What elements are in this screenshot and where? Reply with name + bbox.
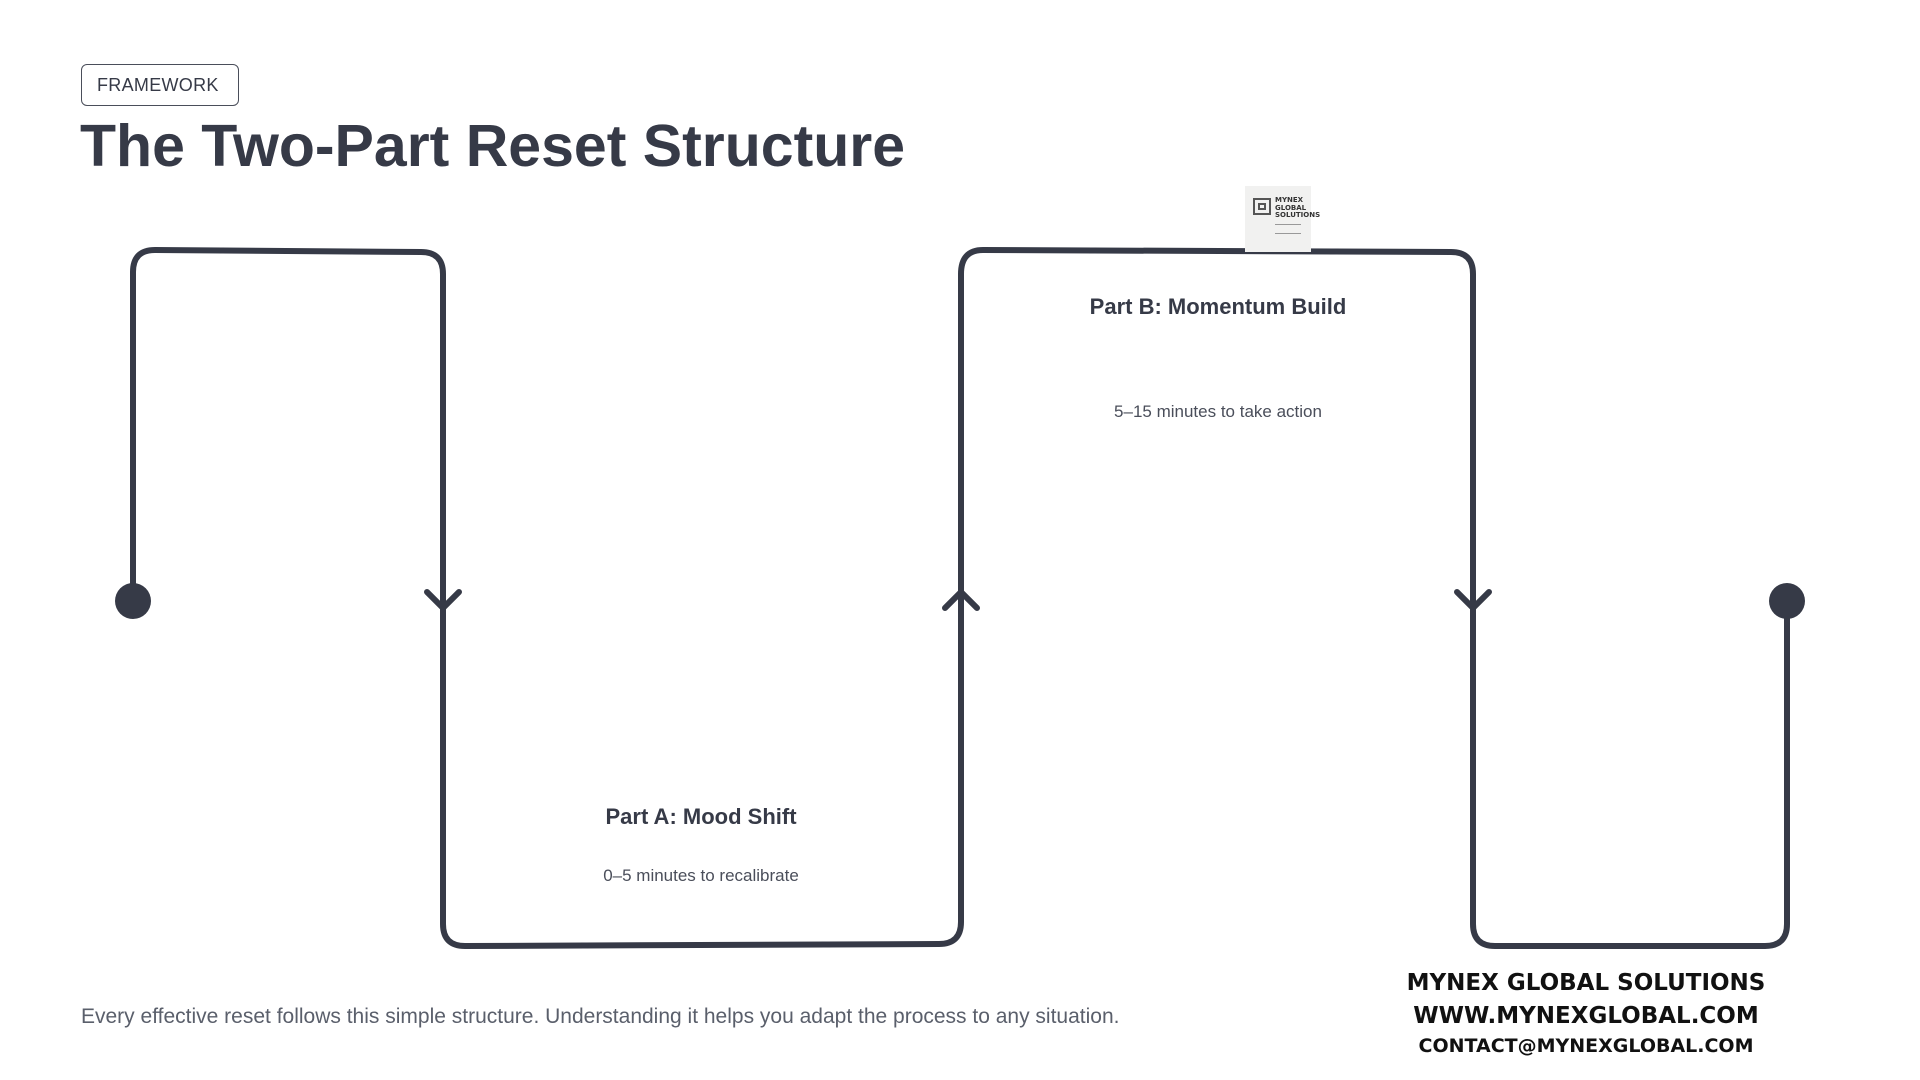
part-b-title: Part B: Momentum Build <box>1089 294 1347 319</box>
part-a-subtitle: 0–5 minutes to recalibrate <box>603 866 799 885</box>
company-website[interactable]: WWW.MYNEXGLOBAL.COM <box>1413 1003 1759 1029</box>
company-logo: MYNEX GLOBAL SOLUTIONS <box>1245 186 1320 252</box>
part-b-subtitle: 5–15 minutes to take action <box>1114 402 1322 421</box>
start-node <box>115 583 151 619</box>
arrow-up-icon <box>942 589 980 611</box>
company-name: MYNEX GLOBAL SOLUTIONS <box>1406 970 1766 996</box>
arrow-down-icon <box>424 589 462 611</box>
footer-description: Every effective reset follows this simpl… <box>81 1005 1120 1028</box>
arrow-down-icon <box>1454 589 1492 611</box>
part-a-title: Part A: Mood Shift <box>605 804 797 829</box>
framework-badge: FRAMEWORK <box>81 64 239 106</box>
logo-mark-icon <box>1253 198 1271 215</box>
flow-path <box>130 247 1790 949</box>
company-email[interactable]: CONTACT@MYNEXGLOBAL.COM <box>1418 1035 1754 1057</box>
logo-wordmark: MYNEX GLOBAL SOLUTIONS <box>1275 196 1321 219</box>
end-node <box>1769 583 1805 619</box>
page-title: The Two-Part Reset Structure <box>80 113 906 179</box>
